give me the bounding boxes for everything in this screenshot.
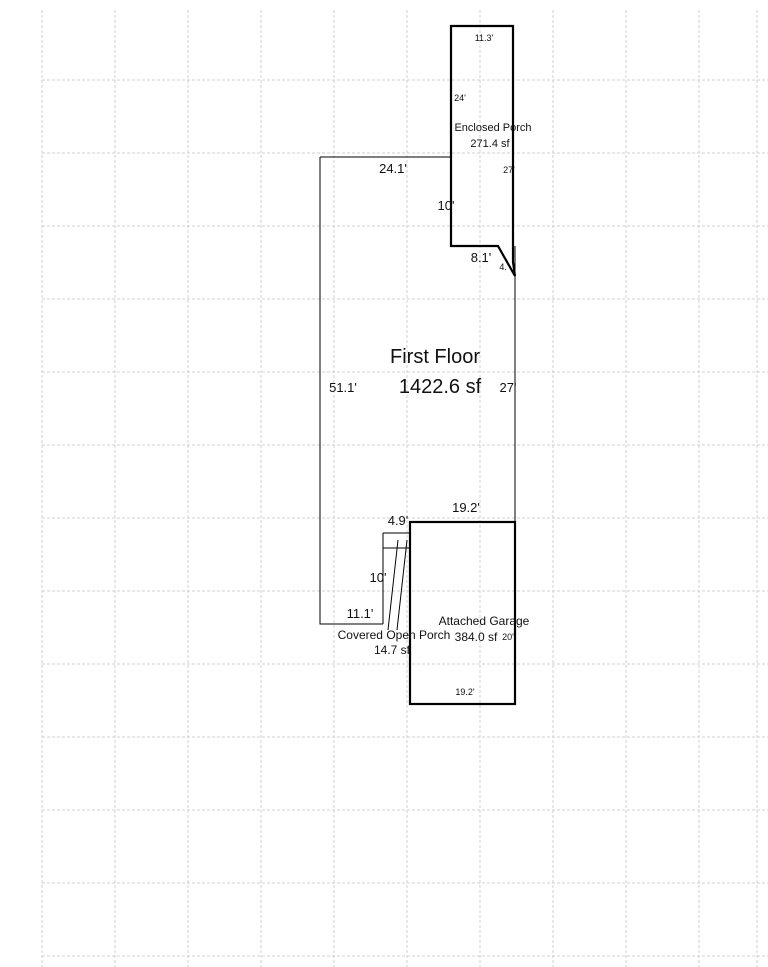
- first-floor-dim-notch-top: 19.2': [452, 500, 480, 515]
- first-floor-dim-porch-bottom: 8.1': [471, 250, 492, 265]
- first-floor-dim-right: 27': [500, 380, 517, 395]
- covered-open-porch-name: Covered Open Porch: [338, 628, 451, 642]
- attached-garage-area: 384.0 sf: [455, 630, 498, 644]
- first-floor-name: First Floor: [390, 346, 480, 368]
- first-floor-dim-bottom: 11.1': [347, 606, 374, 621]
- covered-open-porch-outline: [382, 532, 410, 624]
- first-floor-dim-top: 24.1': [379, 161, 407, 176]
- first-floor-dim-corner: 4.': [499, 262, 509, 272]
- first-floor-dim-left: 51.1': [329, 380, 357, 395]
- attached-garage-dim-bottom: 19.2': [455, 687, 475, 697]
- attached-garage-dim-right: 20': [502, 632, 514, 642]
- enclosed-porch-name: Enclosed Porch: [454, 122, 531, 134]
- porch-corner-line: [497, 245, 516, 277]
- first-floor-dim-notch-side: 4.9': [388, 513, 409, 528]
- covered-open-porch-area: 14.7 sf: [374, 643, 411, 657]
- grid-lines: [41, 10, 768, 967]
- attached-garage-name: Attached Garage: [439, 614, 530, 628]
- enclosed-porch-dim-left: 24': [454, 93, 466, 103]
- enclosed-porch-dim-right: 27': [503, 165, 515, 175]
- first-floor-outline: [319, 156, 516, 625]
- enclosed-porch-area: 271.4 sf: [470, 138, 510, 150]
- enclosed-porch-outline: [449, 24, 517, 277]
- first-floor-dim-notch-left: 10': [370, 570, 387, 585]
- open-porch-diagonal-2: [396, 539, 408, 631]
- enclosed-porch-dim-top: 11.3': [475, 33, 494, 43]
- open-porch-diagonal: [387, 539, 399, 631]
- attached-garage-outline: [408, 520, 517, 706]
- first-floor-area: 1422.6 sf: [399, 376, 482, 398]
- first-floor-dim-porch-side: 10': [438, 198, 455, 213]
